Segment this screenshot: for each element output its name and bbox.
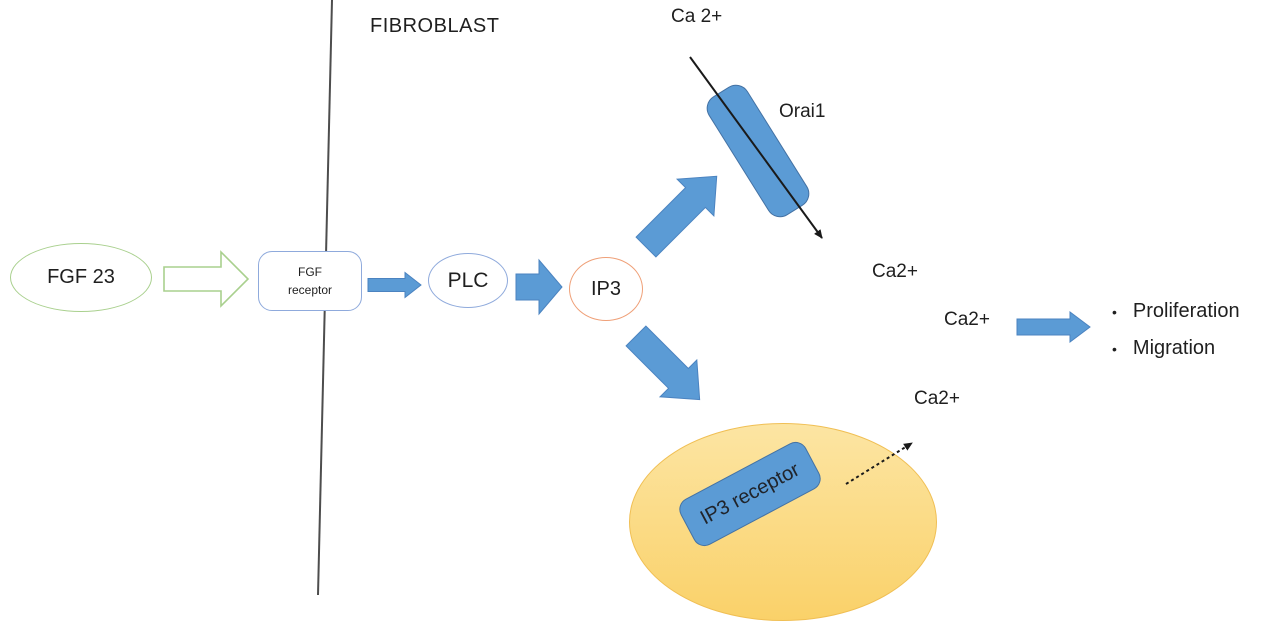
outcome-label-proliferation: Proliferation xyxy=(1132,300,1240,322)
orai1-label: Orai1 xyxy=(779,101,826,122)
plc-label: PLC xyxy=(447,268,489,292)
ca-to-outcomes-arrow xyxy=(1016,311,1091,343)
fgf23-node: FGF 23 xyxy=(10,243,152,312)
fgf-receptor-node: FGF receptor xyxy=(258,251,362,311)
outcome-item-migration: • Migration xyxy=(1112,330,1240,367)
ip3-to-orai1-arrow xyxy=(635,175,718,258)
fgf-receptor-label-line2: receptor xyxy=(287,283,333,297)
ca-ion-label-top: Ca 2+ xyxy=(671,6,723,27)
ca-ion-label-er-release: Ca2+ xyxy=(914,388,960,409)
bullet-icon: • xyxy=(1112,341,1117,357)
fgf23-to-receptor-arrow xyxy=(163,250,250,308)
receptor-to-plc-arrow xyxy=(367,271,422,299)
outcome-label-migration: Migration xyxy=(1132,337,1216,359)
plc-node: PLC xyxy=(428,253,508,308)
ip3-node: IP3 xyxy=(569,257,643,321)
bullet-icon: • xyxy=(1112,304,1117,320)
cell-title: FIBROBLAST xyxy=(370,15,500,37)
fgf-receptor-label-line1: FGF xyxy=(298,265,322,279)
plc-to-ip3-arrow xyxy=(515,258,563,316)
outcome-item-proliferation: • Proliferation xyxy=(1112,293,1240,330)
outcome-list: • Proliferation • Migration xyxy=(1112,293,1240,367)
fgf23-label: FGF 23 xyxy=(47,266,115,288)
ca-ion-label-pre-outcome: Ca2+ xyxy=(944,309,990,330)
ca-ion-label-below-orai1: Ca2+ xyxy=(872,261,918,282)
ip3-label: IP3 xyxy=(590,277,622,300)
ip3-to-er-arrow xyxy=(625,325,701,401)
